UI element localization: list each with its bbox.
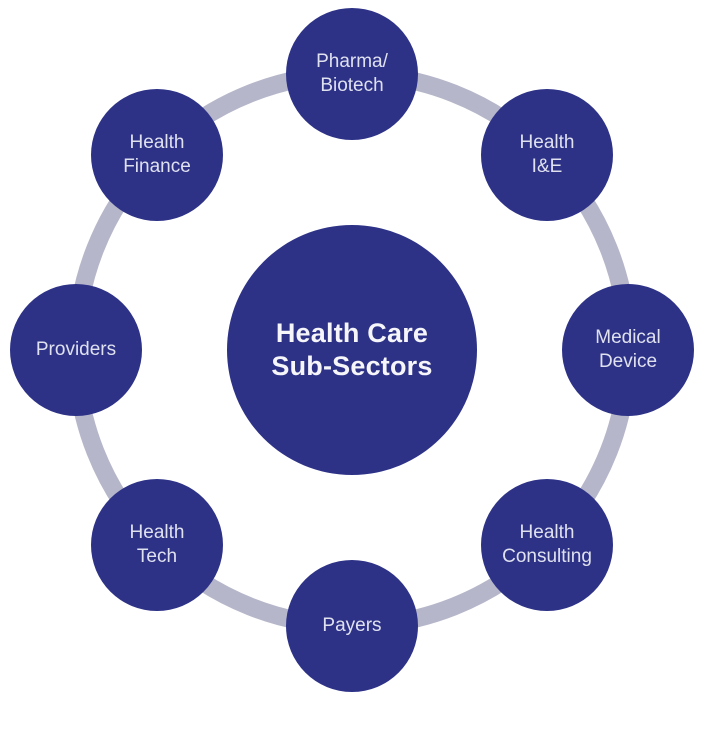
satellite-label-providers: Providers [35, 339, 117, 360]
satellite-node-health-tech: Health Tech [91, 479, 223, 611]
satellite-label-health-tech: Health Tech [129, 522, 185, 567]
satellite-label-payers: Payers [322, 615, 382, 636]
satellite-node-pharma-biotech: Pharma/ Biotech [286, 8, 418, 140]
satellite-label-health-ie: Health I&E [519, 132, 575, 177]
satellite-node-medical-device: Medical Device [562, 284, 694, 416]
satellite-node-payers: Payers [286, 560, 418, 692]
satellite-node-health-ie: Health I&E [481, 89, 613, 221]
satellite-node-health-finance: Health Finance [91, 89, 223, 221]
satellite-node-providers: Providers [10, 284, 142, 416]
satellite-label-health-consulting: Health Consulting [502, 522, 592, 567]
satellite-node-health-consulting: Health Consulting [481, 479, 613, 611]
center-node: Health Care Sub-Sectors [227, 225, 477, 475]
satellite-label-medical-device: Medical Device [595, 327, 661, 372]
satellite-label-pharma-biotech: Pharma/ Biotech [316, 51, 388, 96]
center-node-label: Health Care Sub-Sectors [271, 318, 433, 381]
satellite-label-health-finance: Health Finance [123, 132, 191, 177]
